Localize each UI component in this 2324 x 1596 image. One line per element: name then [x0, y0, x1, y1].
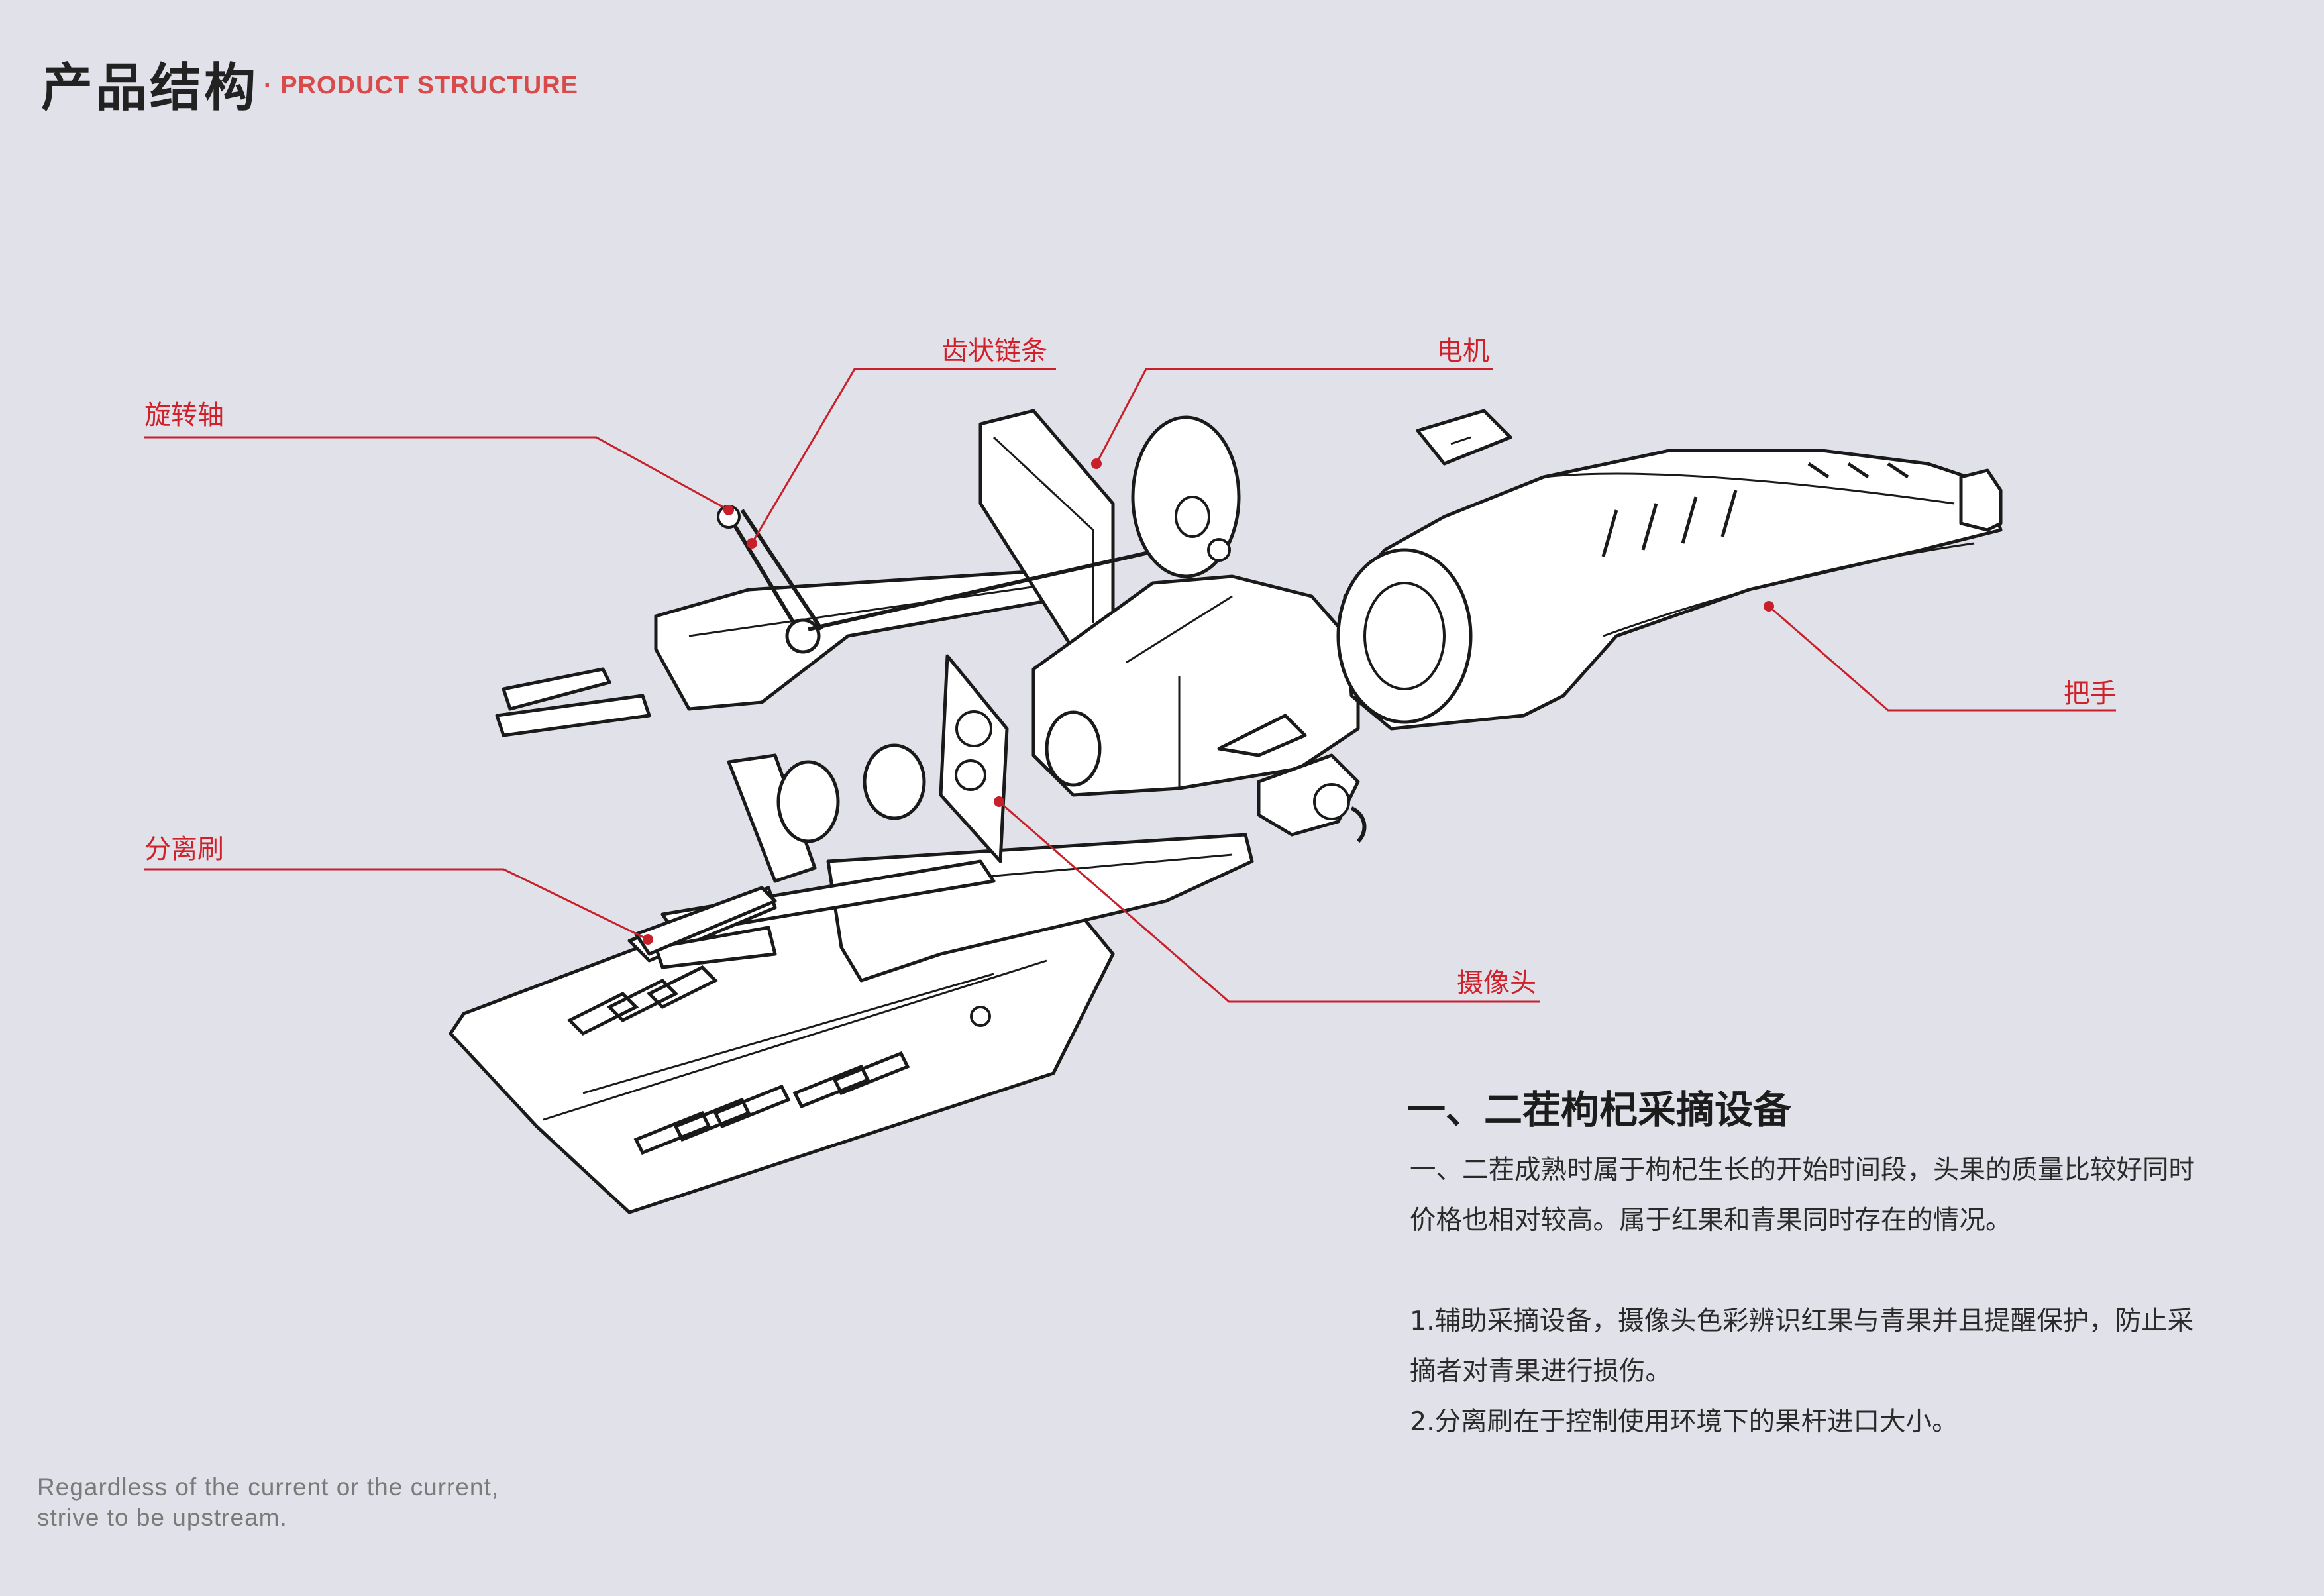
label-camera: 摄像头	[1457, 968, 1536, 998]
bottom-housing	[449, 879, 1115, 1214]
intro-line-1: 一、二茬成熟时属于枸杞生长的开始时间段，头果的质量比较好同时	[1410, 1155, 2195, 1185]
footer-slogan: Regardless of the current or the current…	[37, 1472, 499, 1533]
label-separation-brush: 分离刷	[144, 834, 224, 865]
camera-board	[727, 654, 1009, 883]
slogan-line-1: Regardless of the current or the current…	[37, 1473, 500, 1501]
page-title: 产品结构	[41, 58, 259, 118]
section-title: 一、二茬枸杞采摘设备	[1407, 1087, 1792, 1132]
label-toothed-chain: 齿状链条	[941, 336, 1047, 366]
separation-brush	[495, 667, 777, 956]
page-subtitle: · PRODUCT STRUCTURE	[264, 72, 578, 99]
gear-housing	[1031, 574, 1367, 843]
motor	[1131, 415, 1241, 578]
intro-line-2: 价格也相对较高。属于红果和青果同时存在的情况。	[1410, 1205, 2012, 1236]
rotating-shaft-chain	[717, 505, 1220, 654]
point-1-line-2: 摘者对青果进行损伤。	[1410, 1356, 1671, 1387]
slogan-line-2: strive to be upstream.	[37, 1504, 288, 1531]
leader-lines	[144, 368, 2116, 1003]
label-rotating-shaft: 旋转轴	[144, 400, 224, 431]
handle	[1336, 449, 2003, 731]
switch	[1416, 409, 1512, 466]
label-motor: 电机	[1436, 336, 1489, 366]
point-2: 2.分离刷在于控制使用环境下的果杆进口大小。	[1410, 1407, 1958, 1437]
label-handle: 把手	[2064, 678, 2117, 709]
point-1-line-1: 1.辅助采摘设备，摄像头色彩辨识红果与青果并且提醒保护，防止采	[1410, 1306, 2194, 1336]
